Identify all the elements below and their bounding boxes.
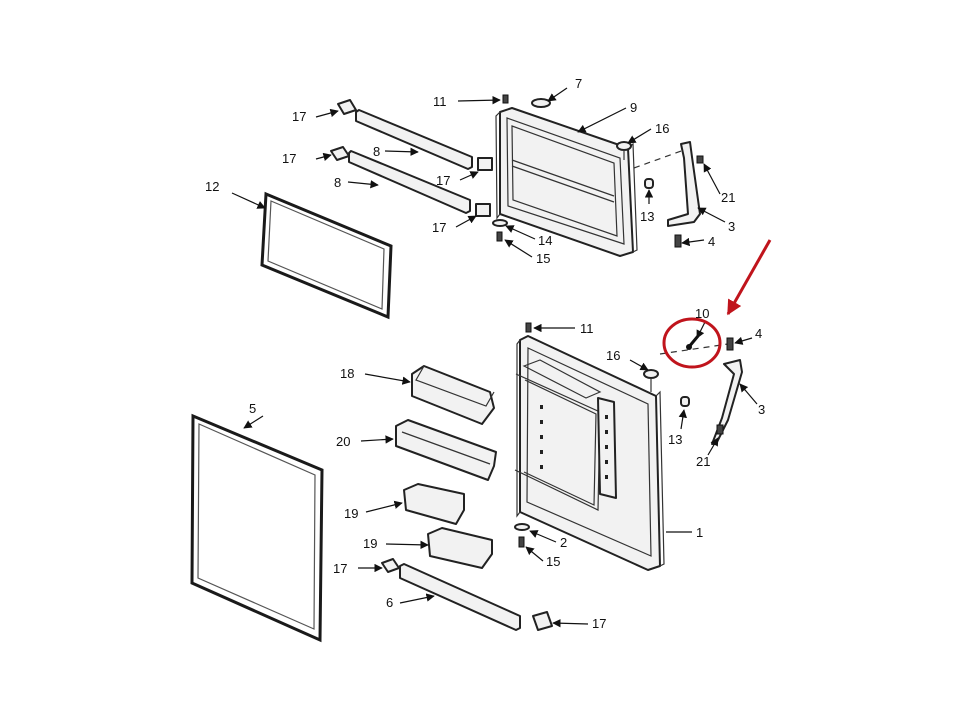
freezer-hinge xyxy=(667,141,701,227)
callout-12: 12 xyxy=(205,179,219,194)
callout-21: 21 xyxy=(721,190,735,205)
callout-1: 1 xyxy=(696,525,703,540)
fresh-food-shelf-rail xyxy=(399,563,521,631)
callout-labels: 11 7 9 16 17 8 17 8 17 12 17 14 15 13 21… xyxy=(205,76,765,631)
callout-3: 3 xyxy=(758,402,765,417)
callout-3: 3 xyxy=(728,219,735,234)
freezer-hinge-screw xyxy=(696,155,704,164)
callout-17: 17 xyxy=(292,109,306,124)
leader-lines xyxy=(231,87,758,628)
rail-end-cap-17f xyxy=(532,611,553,631)
highlight-circle xyxy=(662,317,722,369)
door-bin-19a xyxy=(403,483,465,525)
fresh-food-hinge-pin xyxy=(726,337,734,351)
callout-4: 4 xyxy=(755,326,762,341)
callout-10: 10 xyxy=(695,306,709,321)
door-bin-20 xyxy=(395,419,497,481)
freezer-door-bracket-17b xyxy=(477,157,493,171)
callout-5: 5 xyxy=(249,401,256,416)
rail-end-cap-17a xyxy=(337,99,357,115)
shelf-adjust-holes xyxy=(540,405,608,479)
freezer-shelf-rail-upper xyxy=(355,109,473,170)
highlight-arrow xyxy=(726,239,772,316)
rail-end-cap-17e xyxy=(381,558,400,573)
callout-8: 8 xyxy=(373,144,380,159)
callout-11: 11 xyxy=(580,321,594,336)
freezer-door-panel xyxy=(499,107,634,257)
freezer-hinge-pin xyxy=(674,234,682,248)
freezer-shelf-rail-lower xyxy=(348,150,471,214)
callout-17: 17 xyxy=(333,561,347,576)
callout-19: 19 xyxy=(363,536,377,551)
fresh-food-door-gasket xyxy=(190,413,324,643)
screw-10 xyxy=(686,335,700,350)
callout-13: 13 xyxy=(668,432,682,447)
callout-8: 8 xyxy=(334,175,341,190)
fresh-food-hinge-cap xyxy=(643,369,659,379)
callout-16: 16 xyxy=(606,348,620,363)
callout-15: 15 xyxy=(536,251,550,266)
freezer-handle-cap xyxy=(531,98,551,108)
freezer-bottom-washer xyxy=(492,219,508,227)
callout-17: 17 xyxy=(436,173,450,188)
callout-6: 6 xyxy=(386,595,393,610)
freezer-top-screw xyxy=(502,94,509,104)
fresh-food-hinge-screw xyxy=(716,424,724,435)
fresh-food-bushing xyxy=(680,396,690,407)
callout-11: 11 xyxy=(433,94,447,109)
freezer-door-bracket-17c xyxy=(475,203,491,217)
highlight-annotation xyxy=(662,239,772,369)
callout-20: 20 xyxy=(336,434,350,449)
callout-7: 7 xyxy=(575,76,582,91)
fresh-food-door-assembly xyxy=(514,322,743,571)
callout-4: 4 xyxy=(708,234,715,249)
callout-14: 14 xyxy=(538,233,552,248)
callout-2: 2 xyxy=(560,535,567,550)
fresh-food-top-screw xyxy=(525,322,532,333)
callout-19: 19 xyxy=(344,506,358,521)
dairy-bin xyxy=(411,365,495,425)
callout-21: 21 xyxy=(696,454,710,469)
rail-end-cap-17b xyxy=(330,146,350,161)
callout-18: 18 xyxy=(340,366,354,381)
callout-16: 16 xyxy=(655,121,669,136)
callout-15: 15 xyxy=(546,554,560,569)
callout-17: 17 xyxy=(282,151,296,166)
callout-9: 9 xyxy=(630,100,637,115)
freezer-door-gasket xyxy=(260,191,393,320)
callout-13: 13 xyxy=(640,209,654,224)
callout-17: 17 xyxy=(432,220,446,235)
fresh-food-bottom-washer xyxy=(514,523,530,531)
fresh-food-bottom-screw xyxy=(518,536,525,548)
freezer-bottom-screw xyxy=(496,231,503,242)
callout-17: 17 xyxy=(592,616,606,631)
door-bin-19b xyxy=(427,527,493,569)
freezer-door-assembly xyxy=(330,94,704,257)
freezer-bushing xyxy=(644,178,654,189)
freezer-hinge-cap xyxy=(616,141,632,151)
